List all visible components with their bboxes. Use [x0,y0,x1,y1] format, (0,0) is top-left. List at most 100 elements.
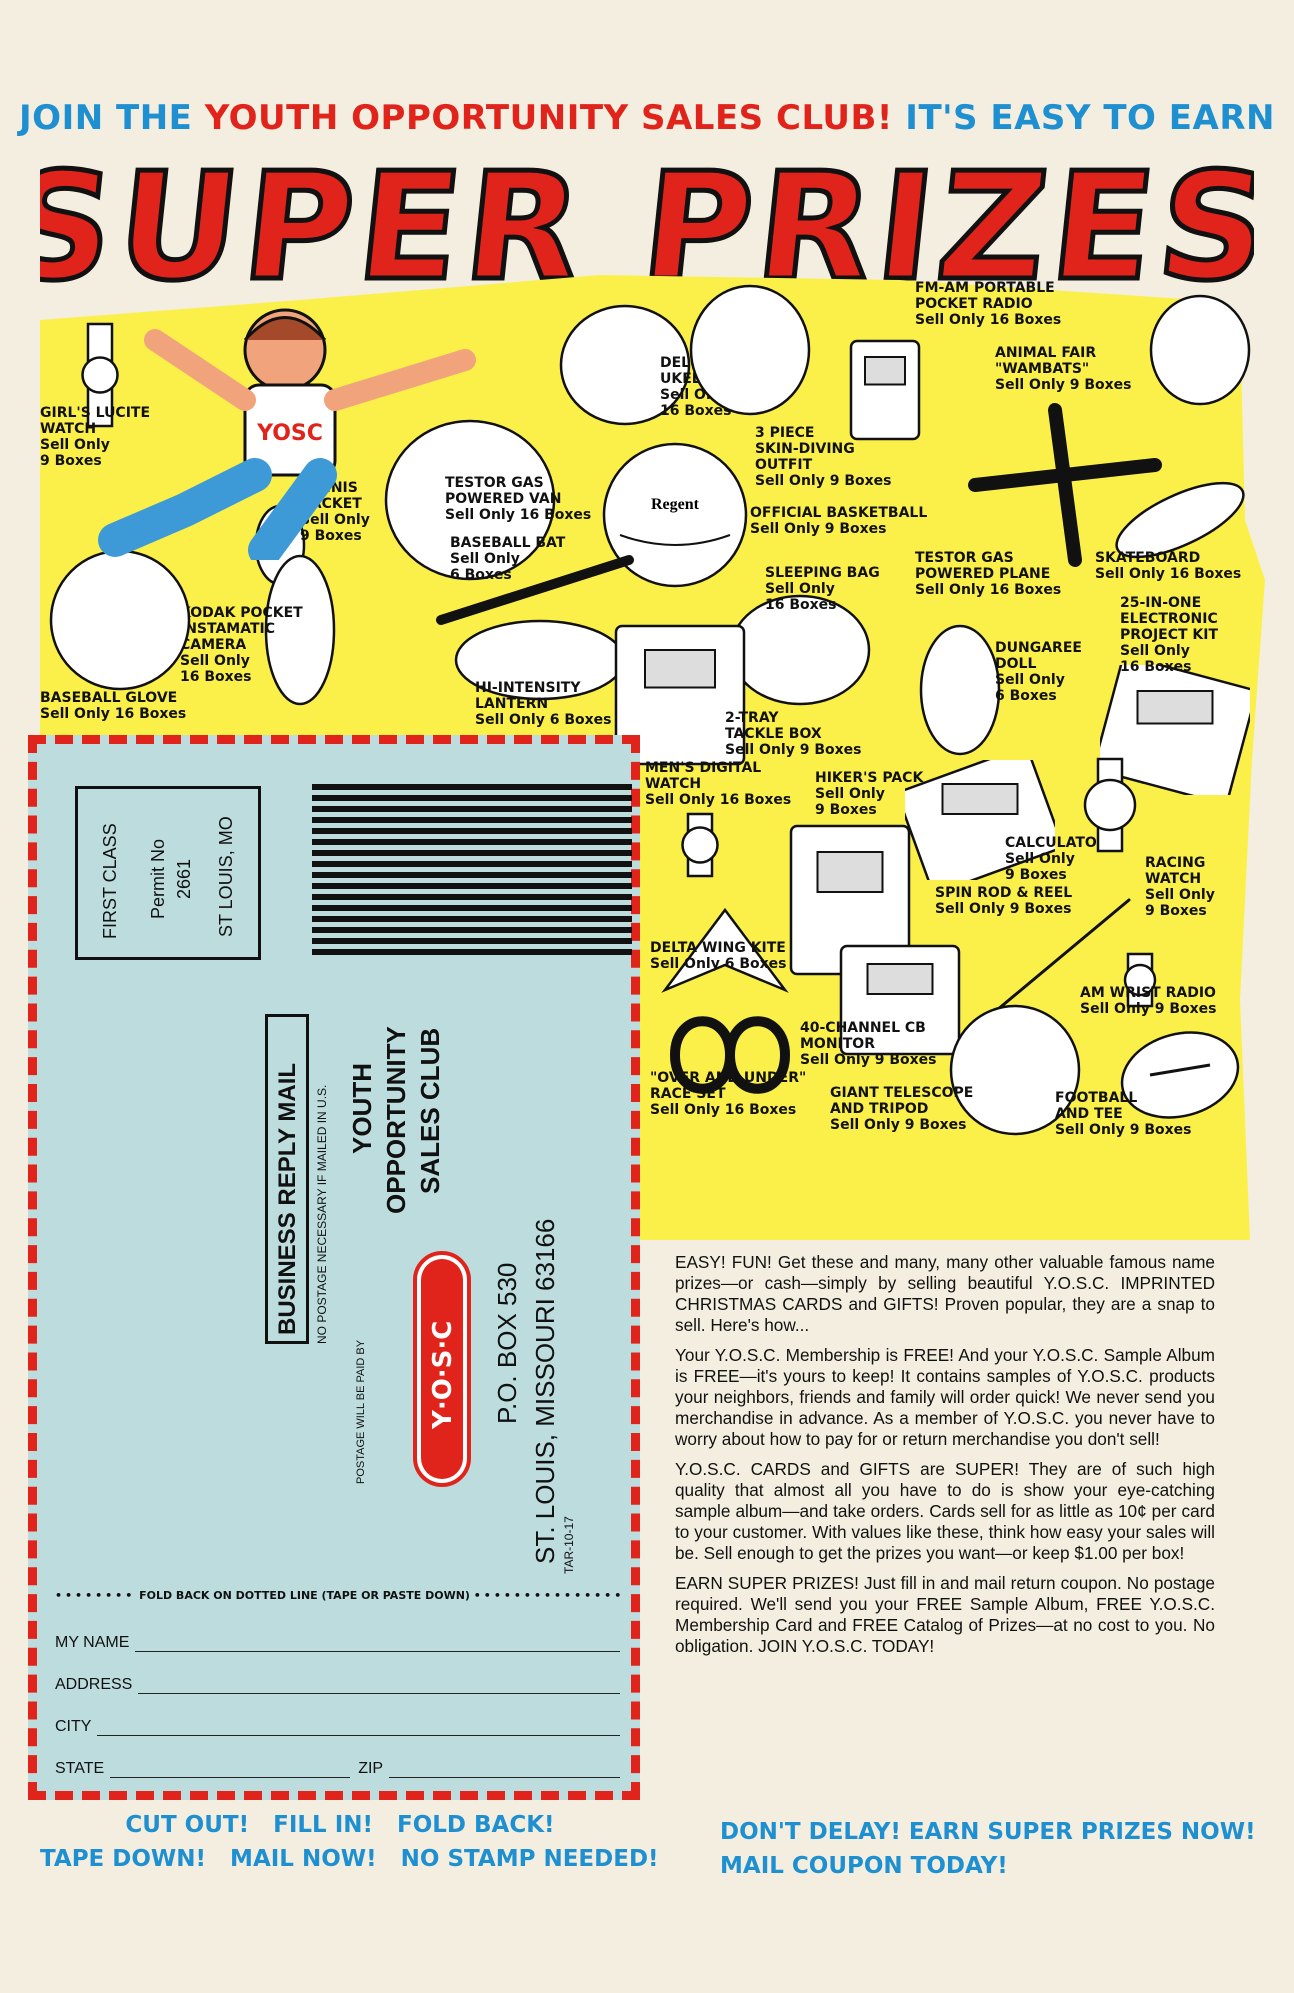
header-part1: JOIN THE [19,98,205,138]
prize-label: RACING WATCH Sell Only 9 Boxes [1145,855,1215,919]
prize-label: AM WRIST RADIO Sell Only 9 Boxes [1080,985,1217,1017]
prize-label: HIKER'S PACK Sell Only 9 Boxes [815,770,924,818]
barcode-bar [312,872,632,878]
prize-label: HI-INTENSITY LANTERN Sell Only 6 Boxes [475,680,612,728]
reply-coupon[interactable]: FIRST CLASS Permit No 2661 ST LOUIS, MO … [28,735,640,1800]
racing-watch-icon [1025,755,1195,860]
copy-paragraph-2: Your Y.O.S.C. Membership is FREE! And yo… [675,1345,1215,1449]
address-line[interactable] [138,1680,620,1694]
van-icon [380,415,560,590]
header-tagline: JOIN THE YOUTH OPPORTUNITY SALES CLUB! I… [0,98,1294,138]
coupon-instructions: CUT OUT! FILL IN! FOLD BACK! TAPE DOWN! … [40,1808,659,1876]
prize-label: DUNGAREE DOLL Sell Only 6 Boxes [995,640,1082,704]
kite-icon [655,900,795,1005]
barcode-bar [312,806,632,812]
prize-label: 3 PIECE SKIN-DIVING OUTFIT Sell Only 9 B… [755,425,892,489]
copy-paragraph-1: EASY! FUN! Get these and many, many othe… [675,1252,1215,1335]
header-part3: IT'S EASY TO EARN [892,98,1275,138]
brm-title: BUSINESS REPLY MAIL [274,1062,301,1335]
name-field[interactable]: MY NAME [55,1634,620,1652]
brm-subtitle: NO POSTAGE NECESSARY IF MAILED IN U.S. [315,1084,329,1344]
stamp-line4: ST LOUIS, MO [216,816,236,937]
form-code: TAR-10-17 [562,1516,576,1574]
copy-paragraph-3: Y.O.S.C. CARDS and GIFTS are SUPER! They… [675,1459,1215,1563]
header-part2: YOUTH OPPORTUNITY SALES CLUB! [204,98,893,138]
city-label: CITY [55,1718,92,1735]
prize-label: TESTOR GAS POWERED PLANE Sell Only 16 Bo… [915,550,1062,598]
prize-label: CALCULATOR Sell Only 9 Boxes [1005,835,1108,883]
state-zip-field[interactable]: STATE ZIP [55,1760,620,1778]
zip-label: ZIP [358,1760,384,1777]
barcode-bar [312,883,632,889]
project-kit-icon [1093,655,1257,805]
airplane-icon [965,400,1165,575]
prize-label: ANIMAL FAIR "WAMBATS" Sell Only 9 Boxes [995,345,1132,393]
copy-paragraph-4: EARN SUPER PRIZES! Just fill in and mail… [675,1573,1215,1656]
baseball-glove-icon [45,545,195,700]
club-line3: SALES CLUB [415,1027,445,1194]
prize-label: "OVER AND UNDER" RACE SET Sell Only 16 B… [650,1070,807,1118]
barcode-bar [312,850,632,856]
instructions-line1: CUT OUT! FILL IN! FOLD BACK! [125,1812,555,1838]
barcode-bar [312,894,632,900]
barcode-bar [312,861,632,867]
prize-label: KODAK POCKET INSTAMATIC CAMERA Sell Only… [180,605,303,685]
ukulele-icon [555,300,695,435]
diving-fins-icon [685,280,815,425]
logo-text: Y·O·S·C [428,1321,458,1430]
zip-line[interactable] [389,1764,620,1778]
prize-label: 40-CHANNEL CB MONITOR Sell Only 9 Boxes [800,1020,937,1068]
prize-label: FM-AM PORTABLE POCKET RADIO Sell Only 16… [915,280,1062,328]
fim-bars [312,784,632,955]
postage-paid-label: POSTAGE WILL BE PAID BY [355,1339,367,1484]
prize-label: BASEBALL GLOVE Sell Only 16 Boxes [40,690,187,722]
prize-label: 25-IN-ONE ELECTRONIC PROJECT KIT Sell On… [1120,595,1219,675]
prize-label: GIRL'S LUCITE WATCH Sell Only 9 Boxes [40,405,151,469]
prize-label: 2-TRAY TACKLE BOX Sell Only 9 Boxes [725,710,862,758]
name-line[interactable] [135,1638,620,1652]
instructions-line2: TAPE DOWN! MAIL NOW! NO STAMP NEEDED! [40,1846,659,1872]
baseball-bat-icon [435,550,635,635]
city-line[interactable] [97,1722,620,1736]
watch-icon [65,320,135,435]
barcode-bar [312,795,632,801]
plush-animal-icon [1145,290,1255,415]
football-icon [1115,1020,1245,1135]
prize-label: MEN'S DIGITAL WATCH Sell Only 16 Boxes [645,760,792,808]
call-to-action: DON'T DELAY! EARN SUPER PRIZES NOW! MAIL… [720,1815,1256,1883]
tackle-box-icon [610,620,750,775]
address-label: ADDRESS [55,1676,133,1693]
prize-label: BASEBALL BAT Sell Only 6 Boxes [450,535,566,583]
wrist-radio-icon [1085,950,1195,1015]
telescope-icon [945,1000,1085,1145]
prize-grid: GIRL'S LUCITE WATCH Sell Only 9 BoxesTEN… [35,280,1263,1240]
cta-line1: DON'T DELAY! EARN SUPER PRIZES NOW! [720,1819,1256,1845]
svg-text:YOSC: YOSC [256,421,323,446]
address-line2: ST. LOUIS, MISSOURI 63166 [530,1218,560,1564]
prize-label: TESTOR GAS POWERED VAN Sell Only 16 Boxe… [445,475,592,523]
club-line2: OPPORTUNITY [381,1026,411,1214]
barcode-bar [312,949,632,955]
prize-label: OFFICIAL BASKETBALL Sell Only 9 Boxes [750,505,928,537]
address-field[interactable]: ADDRESS [55,1676,620,1694]
barcode-bar [312,828,632,834]
camera-icon [260,550,340,715]
prize-label: GIANT TELESCOPE AND TRIPOD Sell Only 9 B… [830,1085,974,1133]
barcode-bar [312,839,632,845]
body-copy: EASY! FUN! Get these and many, many othe… [675,1252,1215,1666]
stamp-line2: Permit No [148,838,168,919]
barcode-bar [312,927,632,933]
name-label: MY NAME [55,1634,130,1651]
business-reply-box: BUSINESS REPLY MAIL [265,1014,309,1344]
city-field[interactable]: CITY [55,1718,620,1736]
cb-monitor-icon [835,940,965,1065]
state-line[interactable] [110,1764,351,1778]
barcode-bar [312,938,632,944]
barcode-bar [312,784,632,790]
prize-label: SLEEPING BAG Sell Only 16 Boxes [765,565,880,613]
prize-label: DELTA WING KITE Sell Only 6 Boxes [650,940,787,972]
fold-instruction: •••••••• FOLD BACK ON DOTTED LINE (TAPE … [55,1589,620,1602]
svg-text:Regent: Regent [651,496,700,513]
barcode-bar [312,817,632,823]
barcode-bar [312,916,632,922]
